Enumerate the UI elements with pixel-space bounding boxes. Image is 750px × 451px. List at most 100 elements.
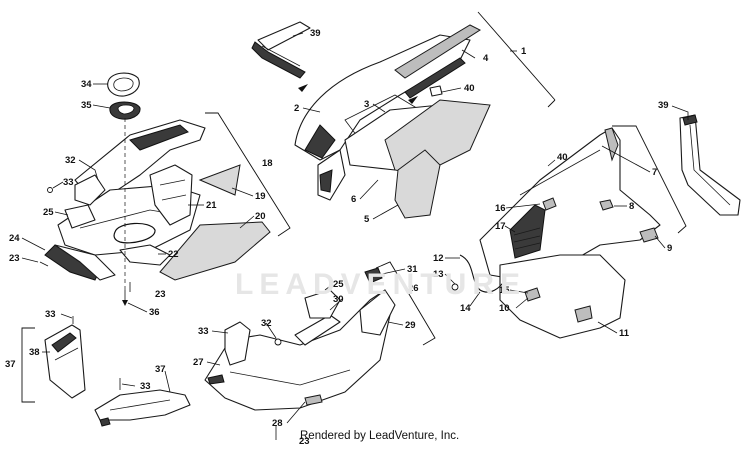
leader-27 <box>206 361 221 366</box>
leader-3 <box>372 103 386 113</box>
leader-25b <box>324 283 334 291</box>
callout-37-right: 37 <box>155 364 166 375</box>
part-11-lower-panel <box>499 254 626 339</box>
callout-31: 31 <box>407 264 418 275</box>
leader-15 <box>509 289 529 294</box>
part-5-panel <box>394 149 441 219</box>
part-31-clip <box>364 267 383 284</box>
callout-8: 8 <box>629 201 634 212</box>
leader-17 <box>504 225 516 233</box>
bracket-7 <box>612 125 687 234</box>
callout-labels: 39 1 4 40 2 3 6 5 34 35 18 32 33 19 21 2… <box>5 28 672 447</box>
part-39-windshield-top <box>251 21 311 79</box>
part-6-lens <box>384 99 491 176</box>
part-33-screw <box>47 187 53 193</box>
callout-40-top: 40 <box>464 83 475 94</box>
leader-33d <box>121 383 136 387</box>
part-33-pan-bracket <box>224 321 251 366</box>
leader-2 <box>302 107 321 113</box>
leader-11 <box>597 321 618 334</box>
callout-27: 27 <box>193 357 204 368</box>
callout-32-bottom: 32 <box>261 318 272 329</box>
callout-24: 24 <box>9 233 20 244</box>
leader-35 <box>92 104 111 109</box>
part-12-cable <box>459 254 506 293</box>
callout-30: 30 <box>333 294 344 305</box>
callout-35: 35 <box>81 100 92 111</box>
leader-25a <box>54 211 69 216</box>
callout-23-bottom: 23 <box>299 436 310 447</box>
callout-23-mid: 23 <box>155 289 166 300</box>
part-17-grid <box>513 227 541 250</box>
part-38-side-panel <box>44 324 86 399</box>
leader-36 <box>127 302 148 313</box>
callout-39-top: 39 <box>310 28 321 39</box>
leader-33c <box>60 313 73 319</box>
part-36-fastener-head <box>122 300 128 306</box>
callout-16: 16 <box>495 203 506 214</box>
callout-40-right: 40 <box>557 152 568 163</box>
leader-28 <box>286 401 306 424</box>
leader-10 <box>515 297 529 309</box>
part-30-trim <box>294 314 341 346</box>
callout-33-left: 33 <box>63 177 74 188</box>
callout-25-bottom: 25 <box>333 279 344 290</box>
callout-33-lower: 33 <box>140 381 151 392</box>
callout-19: 19 <box>255 191 266 202</box>
part-9-clip <box>639 227 659 243</box>
part-23-screw-a <box>39 261 49 267</box>
callout-5: 5 <box>364 214 370 225</box>
callout-34: 34 <box>81 79 92 90</box>
callout-3: 3 <box>364 99 369 110</box>
leader-33b <box>211 330 229 334</box>
callout-4: 4 <box>483 53 489 64</box>
leader-19 <box>231 187 254 197</box>
callout-39-right: 39 <box>658 100 669 111</box>
leader-40a <box>441 87 462 93</box>
leader-32a <box>78 159 99 181</box>
leader-37b <box>164 370 171 393</box>
callout-1: 1 <box>521 46 527 57</box>
leader-23a <box>21 257 39 263</box>
callout-10: 10 <box>499 303 510 314</box>
part-35-gauge-ring <box>109 101 141 120</box>
leader-16 <box>505 203 541 209</box>
callout-25-left: 25 <box>43 207 54 218</box>
callout-36: 36 <box>149 307 160 318</box>
leader-32b <box>265 322 277 339</box>
callout-29: 29 <box>405 320 416 331</box>
part-16-pad-b <box>599 199 614 211</box>
part-10-pad <box>524 287 541 302</box>
callout-14: 14 <box>460 303 471 314</box>
part-37-lower-panel <box>94 389 191 427</box>
part-39-side-trim <box>679 114 741 216</box>
leader-24 <box>21 237 46 251</box>
bracket-1 <box>477 11 556 108</box>
callout-38: 38 <box>29 347 40 358</box>
part-16-pad <box>542 197 557 211</box>
callout-28: 28 <box>272 418 283 429</box>
part-4-rail <box>394 24 482 99</box>
leader-39b <box>671 105 689 120</box>
part-18-dash-assembly <box>57 119 206 256</box>
callout-7: 7 <box>652 167 657 178</box>
part-19-lens <box>198 164 241 196</box>
callout-33-lower-left: 33 <box>45 309 56 320</box>
callout-32-left: 32 <box>65 155 76 166</box>
part-20-mesh-panel <box>159 221 271 281</box>
leader-7 <box>601 145 651 173</box>
callout-37-left: 37 <box>5 359 16 370</box>
part-34-gauge-bezel <box>107 72 140 97</box>
leader-13 <box>444 273 456 285</box>
part-25-panel <box>304 289 341 319</box>
part-29-panel <box>359 289 396 336</box>
part-27-belly-pan <box>204 289 391 411</box>
leader-39a <box>292 32 304 37</box>
callout-13: 13 <box>433 269 444 280</box>
callout-33-bottom: 33 <box>198 326 209 337</box>
leader-29 <box>387 321 404 326</box>
arrow-marker <box>298 84 308 92</box>
callout-21: 21 <box>206 200 217 211</box>
bracket-18 <box>205 112 291 237</box>
